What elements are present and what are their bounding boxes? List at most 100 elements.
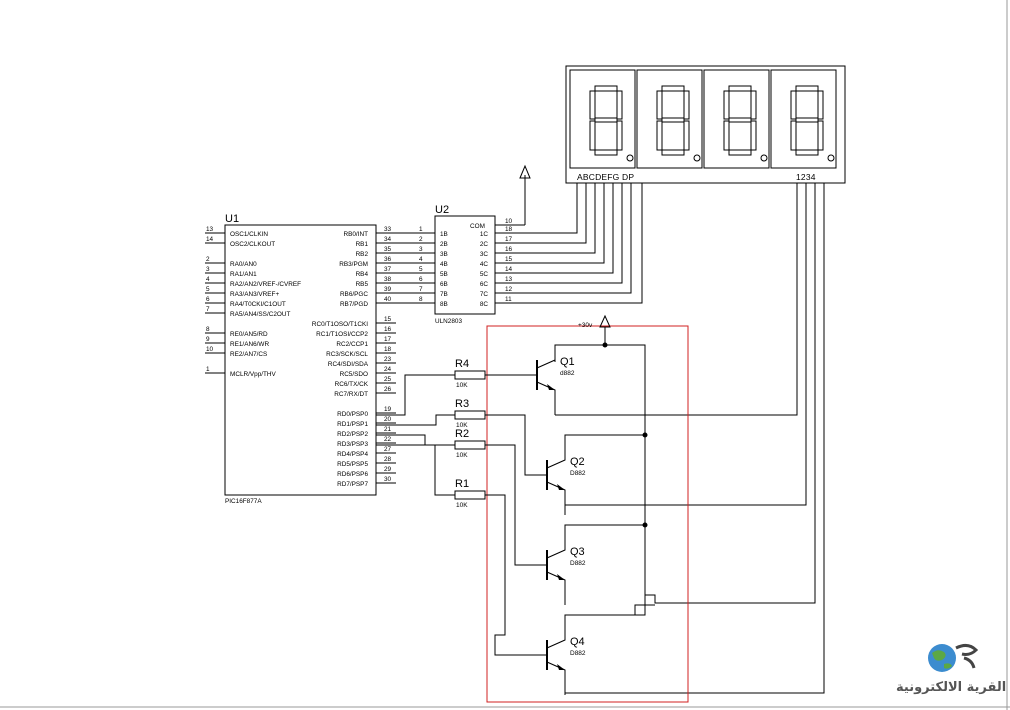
u1-pin-name: RB5 <box>356 281 369 288</box>
u1-pin-number: 18 <box>384 346 392 353</box>
segment-wire <box>515 183 614 274</box>
digit-cell <box>703 69 770 169</box>
transistor-part: D882 <box>570 650 586 657</box>
resistor-ref: R1 <box>455 478 469 490</box>
u1-pin-name: RA0/AN0 <box>230 261 257 268</box>
u1-pin-name: RB4 <box>356 271 369 278</box>
u1-pin-name: RC0/T1OSO/T1CKI <box>312 321 368 328</box>
u1-pin-name: RD7/PSP7 <box>337 481 368 488</box>
u2-input-name: 7B <box>440 291 448 298</box>
u2-input-number: 8 <box>419 296 423 303</box>
resistor-value: 10K <box>456 422 468 429</box>
resistor-value: 10K <box>456 452 468 459</box>
u2-input-name: 2B <box>440 241 448 248</box>
u1-pin-number: 14 <box>206 236 214 243</box>
u1-pin-name: RD4/PSP4 <box>337 451 368 458</box>
u1-microcontroller[interactable]: U1 PIC16F877A 13OSC1/CLKIN14OSC2/CLKOUT2… <box>205 213 396 505</box>
u1-pin-number: 22 <box>384 436 392 443</box>
u1-pin-name: MCLR/Vpp/THV <box>230 371 277 378</box>
resistor-value: 10K <box>456 382 468 389</box>
u1-pin-number: 28 <box>384 456 392 463</box>
digit-segment <box>728 149 752 156</box>
u2-output-number: 13 <box>505 276 513 283</box>
resistor-body[interactable] <box>454 490 486 500</box>
u1-pin-name: OSC1/CLKIN <box>230 231 268 238</box>
u1-part: PIC16F877A <box>225 498 262 505</box>
u1-pin-name: RB3/PGM <box>339 261 368 268</box>
u1-pin-number: 16 <box>384 326 392 333</box>
digit-decimal-point <box>626 154 634 162</box>
u2-input-number: 3 <box>419 246 423 253</box>
u1-pin-number: 4 <box>206 276 210 283</box>
u2-input-number: 1 <box>419 226 423 233</box>
digit-segment <box>790 120 797 151</box>
u2-part: ULN2803 <box>435 318 462 325</box>
digit-segment <box>589 120 596 151</box>
resistor-ref: R3 <box>455 398 469 410</box>
u2-output-number: 17 <box>505 236 513 243</box>
display-segments-label: ABCDEFG DP <box>577 172 634 182</box>
u2-output-name: 8C <box>480 301 489 308</box>
digit-segment <box>661 149 685 156</box>
u2-output-name: 2C <box>480 241 489 248</box>
u1-pin-name: RC6/TX/CK <box>335 381 369 388</box>
digit-segment <box>795 117 819 123</box>
transistor-part: D882 <box>570 560 586 567</box>
u1-left-pins: 13OSC1/CLKIN14OSC2/CLKOUT2RA0/AN03RA1/AN… <box>205 226 301 378</box>
transistor-ref: Q3 <box>570 546 585 558</box>
digit-decimal-point <box>827 154 835 162</box>
digit-segment <box>594 117 618 123</box>
u1-pin-number: 23 <box>384 356 392 363</box>
u1-pin-name: RB1 <box>356 241 369 248</box>
transistor-ref: Q4 <box>570 636 585 648</box>
u2-input-name: 8B <box>440 301 448 308</box>
u1-pin-number: 27 <box>384 446 392 453</box>
u1-pin-name: RC5/SDO <box>340 371 368 378</box>
u1-pin-name: RD1/PSP1 <box>337 421 368 428</box>
u1-pin-name: RC3/SCK/SCL <box>326 351 368 358</box>
digit-cell <box>569 69 636 169</box>
u1-pin-name: RA5/AN4/SS/C2OUT <box>230 311 290 318</box>
u1-pin-number: 33 <box>384 226 392 233</box>
u1-pin-number: 20 <box>384 416 392 423</box>
transistor-part: d882 <box>560 370 575 377</box>
u1-pin-number: 2 <box>206 256 210 263</box>
digit-segment <box>750 120 757 151</box>
collector-links <box>554 344 645 632</box>
digit-segment <box>817 90 824 120</box>
digit-segment <box>594 149 618 156</box>
digit-segment <box>616 120 623 151</box>
u2-input-number: 7 <box>419 286 423 293</box>
digit-segment <box>817 120 824 151</box>
u1-pin-number: 21 <box>384 426 392 433</box>
u2-com-pin: 10 <box>505 218 513 225</box>
u1-pin-number: 38 <box>384 276 392 283</box>
u1-pin-number: 5 <box>206 286 210 293</box>
u1-pin-number: 19 <box>384 406 392 413</box>
segment-wire <box>515 183 587 244</box>
u2-driver[interactable]: U2 ULN2803 COM 10 11B22B33B44B55B66B77B8… <box>415 204 525 325</box>
resistor-body[interactable] <box>454 370 486 380</box>
seven-segment-display[interactable]: ABCDEFG DP 1234 <box>565 65 846 184</box>
digit-segment <box>795 149 819 156</box>
segment-wire <box>515 183 632 294</box>
segment-wires <box>515 183 643 304</box>
u2-output-number: 11 <box>505 296 512 303</box>
resistor-body[interactable] <box>454 410 486 420</box>
u1-right-pins: 33RB0/INT34RB135RB236RB3/PGM37RB438RB539… <box>312 226 396 488</box>
u1-pin-number: 10 <box>206 346 214 353</box>
u2-output-number: 14 <box>505 266 513 273</box>
resistor-body[interactable] <box>454 440 486 450</box>
u2-input-number: 2 <box>419 236 423 243</box>
u1-pin-name: RE1/AN6/WR <box>230 341 269 348</box>
u1-pin-number: 7 <box>206 306 210 313</box>
resistor-value: 10K <box>456 502 468 509</box>
u1-pin-name: RC2/CCP1 <box>336 341 368 348</box>
u1-pin-number: 8 <box>206 326 210 333</box>
power-label: +30v <box>578 322 593 329</box>
